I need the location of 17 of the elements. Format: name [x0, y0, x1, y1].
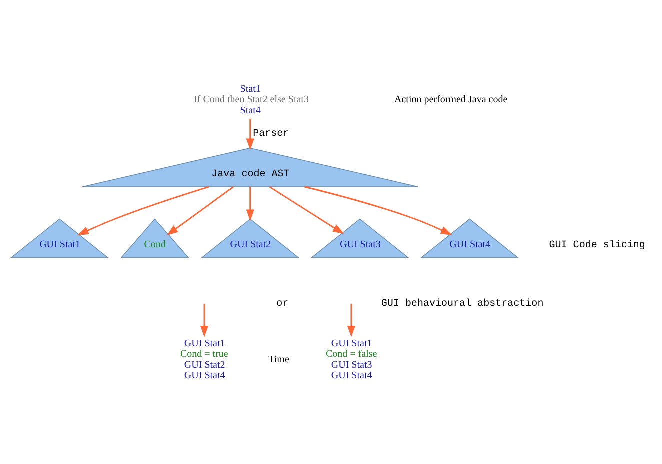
arrow — [200, 303, 208, 337]
arrow — [246, 118, 254, 150]
label: or — [276, 298, 289, 310]
arrow — [269, 186, 344, 234]
edge-label: Parser — [253, 128, 290, 140]
arrow — [304, 186, 452, 235]
arrow — [166, 186, 234, 236]
arrow — [77, 186, 210, 236]
label: Action performed Java code — [394, 94, 508, 106]
arrow — [347, 303, 356, 337]
node-text: GUI Stat1 Cond = false GUI Stat3 GUI Stat4 — [326, 338, 378, 382]
node-text: Stat1 If Cond then Stat2 else Stat3 Stat4 — [194, 83, 309, 116]
label: Time — [268, 354, 290, 365]
node-text: GUI Stat1 Cond = true GUI Stat2 GUI Stat4 — [180, 338, 228, 382]
label: GUI behavioural abstraction — [381, 298, 544, 310]
arrow — [246, 186, 254, 221]
label: GUI Code slicing — [549, 240, 646, 252]
